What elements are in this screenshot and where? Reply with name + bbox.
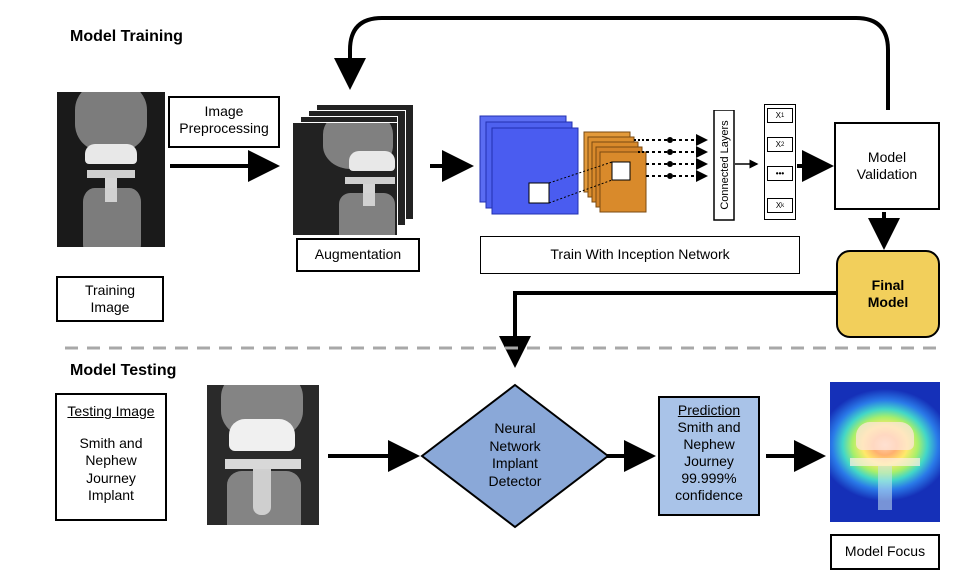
- preprocessing-line-2: Preprocessing: [179, 119, 269, 136]
- training-xray-image: [57, 92, 165, 247]
- output-vector: [764, 104, 796, 220]
- output-ellipsis: •••: [767, 166, 793, 181]
- inception-window: [611, 161, 631, 181]
- feedback-loop-arrow: [334, 16, 890, 110]
- augmentation-label: Augmentation: [296, 238, 420, 272]
- inception-network-illustration: Connected Layers: [479, 110, 735, 221]
- testing-image-line-4: Implant: [88, 487, 134, 503]
- testing-xray-image: [207, 385, 319, 525]
- connected-layers-label: Connected Layers: [719, 120, 731, 210]
- detector-label: Neural Network Implant Detector: [460, 420, 570, 490]
- final-model-line-1: Final: [871, 276, 905, 293]
- testing-section-title: Model Testing: [70, 362, 177, 379]
- connected-layers-box: [713, 110, 735, 221]
- output-xk-subscript: k: [781, 202, 785, 209]
- image-preprocessing-label: Image Preprocessing: [168, 96, 280, 148]
- prediction-line-2: Nephew: [683, 436, 735, 453]
- final-model-box: Final Model: [836, 250, 940, 338]
- testing-image-line-1: Smith and: [79, 434, 143, 451]
- prediction-header: Prediction: [677, 402, 741, 418]
- testing-image-line-3: Journey: [86, 469, 136, 486]
- prediction-line-3: Journey: [684, 453, 734, 470]
- prediction-box: Prediction Smith and Nephew Journey 99.9…: [658, 396, 760, 516]
- final-model-line-2: Model: [867, 294, 909, 310]
- prediction-line-5: confidence: [675, 487, 743, 504]
- convolution-window: [528, 182, 550, 204]
- training-image-line-1: Training: [84, 281, 136, 298]
- model-focus-label: Model Focus: [830, 534, 940, 570]
- output-x2-subscript: 2: [781, 141, 785, 148]
- testing-image-line-2: Nephew: [85, 452, 137, 468]
- detector-line-1: Neural: [494, 420, 536, 436]
- detector-line-2: Network: [489, 437, 541, 454]
- training-image-label: Training Image: [56, 276, 164, 322]
- preprocessing-line-1: Image: [204, 103, 244, 119]
- training-image-line-2: Image: [90, 299, 130, 315]
- train-network-label: Train With Inception Network: [480, 236, 800, 274]
- testing-image-label: Testing Image Smith and Nephew Journey I…: [55, 393, 167, 521]
- prediction-line-1: Smith and: [677, 419, 741, 436]
- output-x1-subscript: 1: [781, 112, 785, 119]
- output-x1-label: X: [775, 111, 781, 120]
- model-focus-heatmap: [830, 382, 940, 522]
- validation-line-1: Model: [867, 148, 907, 165]
- output-xk-label: X: [775, 201, 782, 210]
- detector-line-4: Detector: [488, 472, 542, 489]
- detector-diamond: [420, 383, 610, 529]
- training-section-title: Model Training: [70, 28, 183, 45]
- testing-image-header: Testing Image: [67, 403, 155, 419]
- prediction-line-4: 99.999%: [681, 470, 737, 487]
- final-to-detector-arrow: [499, 291, 836, 368]
- augmented-xray-image: [292, 122, 398, 236]
- validation-line-2: Validation: [856, 166, 918, 182]
- model-validation-box: Model Validation: [834, 122, 940, 210]
- detector-line-3: Implant: [492, 455, 538, 471]
- output-x2-label: X: [775, 140, 781, 149]
